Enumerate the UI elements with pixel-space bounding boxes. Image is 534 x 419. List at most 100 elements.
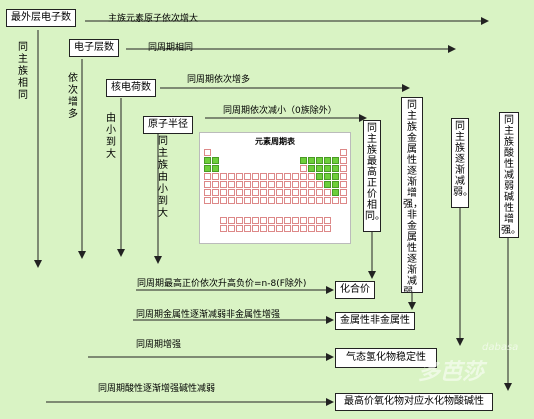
watermark-small: dabasa (482, 342, 519, 353)
periodic-cell (332, 181, 339, 188)
periodic-cell (300, 225, 307, 232)
periodic-cell (220, 189, 227, 196)
periodic-cell (332, 157, 339, 164)
periodic-cell (236, 181, 243, 188)
periodic-cell (252, 217, 259, 224)
periodic-cell (252, 197, 259, 204)
periodic-cell (220, 181, 227, 188)
periodic-cell (340, 149, 347, 156)
periodic-cell (212, 173, 219, 180)
periodic-cell (204, 189, 211, 196)
periodic-cell (244, 173, 251, 180)
periodic-cell (308, 217, 315, 224)
periodic-cell (260, 197, 267, 204)
periodic-cell (340, 189, 347, 196)
periodic-cell (324, 173, 331, 180)
periodic-cell (276, 225, 283, 232)
periodic-cell (308, 165, 315, 172)
periodic-cell (300, 157, 307, 164)
periodic-cell (228, 197, 235, 204)
periodic-cell (244, 181, 251, 188)
periodic-cell (332, 165, 339, 172)
periodic-cell (276, 197, 283, 204)
label-radius-group: 同主族由小到大 (158, 136, 168, 219)
periodic-cell (308, 181, 315, 188)
periodic-cell (276, 189, 283, 196)
periodic-cell (252, 173, 259, 180)
periodic-cell (228, 189, 235, 196)
watermark: 多芭莎 (418, 360, 485, 385)
periodic-cell (292, 189, 299, 196)
periodic-cell (212, 189, 219, 196)
periodic-cell (268, 189, 275, 196)
group-valence-box: 同主族最高正价相同。 (363, 120, 381, 232)
electron-shells-box: 电子层数 (69, 39, 119, 57)
periodic-cell (284, 217, 291, 224)
periodic-cell (300, 189, 307, 196)
periodic-cell (324, 181, 331, 188)
periodic-cell (284, 197, 291, 204)
nuclear-charge-box: 核电荷数 (106, 79, 156, 97)
periodic-cell (236, 225, 243, 232)
periodic-cell (316, 165, 323, 172)
periodic-cell (284, 181, 291, 188)
periodic-cell (300, 165, 307, 172)
periodic-cell (316, 157, 323, 164)
label-period-decrease: 同周期依次减小（0族除外） (223, 106, 337, 116)
periodic-cell (324, 157, 331, 164)
atomic-radius-box: 原子半径 (143, 116, 193, 134)
label-period-metal: 同周期金属性逐渐减弱非金属性增强 (136, 310, 281, 320)
periodic-cell (300, 181, 307, 188)
periodic-cell (204, 157, 211, 164)
periodic-cell (316, 225, 323, 232)
periodic-cell (252, 225, 259, 232)
periodic-cell (316, 181, 323, 188)
periodic-cell (332, 189, 339, 196)
periodic-cell (308, 173, 315, 180)
periodic-cell (316, 217, 323, 224)
periodic-table-image: 元素周期表 (199, 132, 351, 244)
periodic-cell (228, 225, 235, 232)
periodic-cell (316, 173, 323, 180)
periodic-cell (212, 157, 219, 164)
periodic-cell (268, 217, 275, 224)
periodic-cell (244, 189, 251, 196)
periodic-cell (212, 165, 219, 172)
periodic-cell (332, 173, 339, 180)
periodic-cell (228, 181, 235, 188)
periodic-cell (300, 173, 307, 180)
periodic-cell (220, 225, 227, 232)
periodic-cell (204, 181, 211, 188)
periodic-cell (236, 197, 243, 204)
periodic-cell (340, 157, 347, 164)
periodic-cell (276, 181, 283, 188)
periodic-cell (292, 217, 299, 224)
periodic-cell (212, 197, 219, 204)
periodic-cell (268, 225, 275, 232)
periodic-cell (292, 197, 299, 204)
periodic-table-title: 元素周期表 (255, 137, 295, 146)
metal-nonmetal-box: 金属性非金属性 (335, 312, 415, 330)
periodic-cell (268, 197, 275, 204)
periodic-cell (204, 165, 211, 172)
periodic-cell (220, 197, 227, 204)
periodic-cell (276, 217, 283, 224)
periodic-cell (260, 225, 267, 232)
periodic-cell (332, 197, 339, 204)
periodic-cell (292, 173, 299, 180)
label-charge-increase: 由小到大 (106, 113, 116, 160)
periodic-cell (308, 225, 315, 232)
periodic-cell (260, 173, 267, 180)
periodic-cell (284, 189, 291, 196)
periodic-cell (324, 197, 331, 204)
periodic-cell (324, 225, 331, 232)
periodic-cell (340, 173, 347, 180)
periodic-cell (252, 189, 259, 196)
periodic-cell (340, 165, 347, 172)
periodic-cell (340, 197, 347, 204)
group-acid-base-box: 同主族酸性减弱碱性增强。 (499, 112, 519, 238)
periodic-cell (308, 197, 315, 204)
periodic-cell (316, 189, 323, 196)
